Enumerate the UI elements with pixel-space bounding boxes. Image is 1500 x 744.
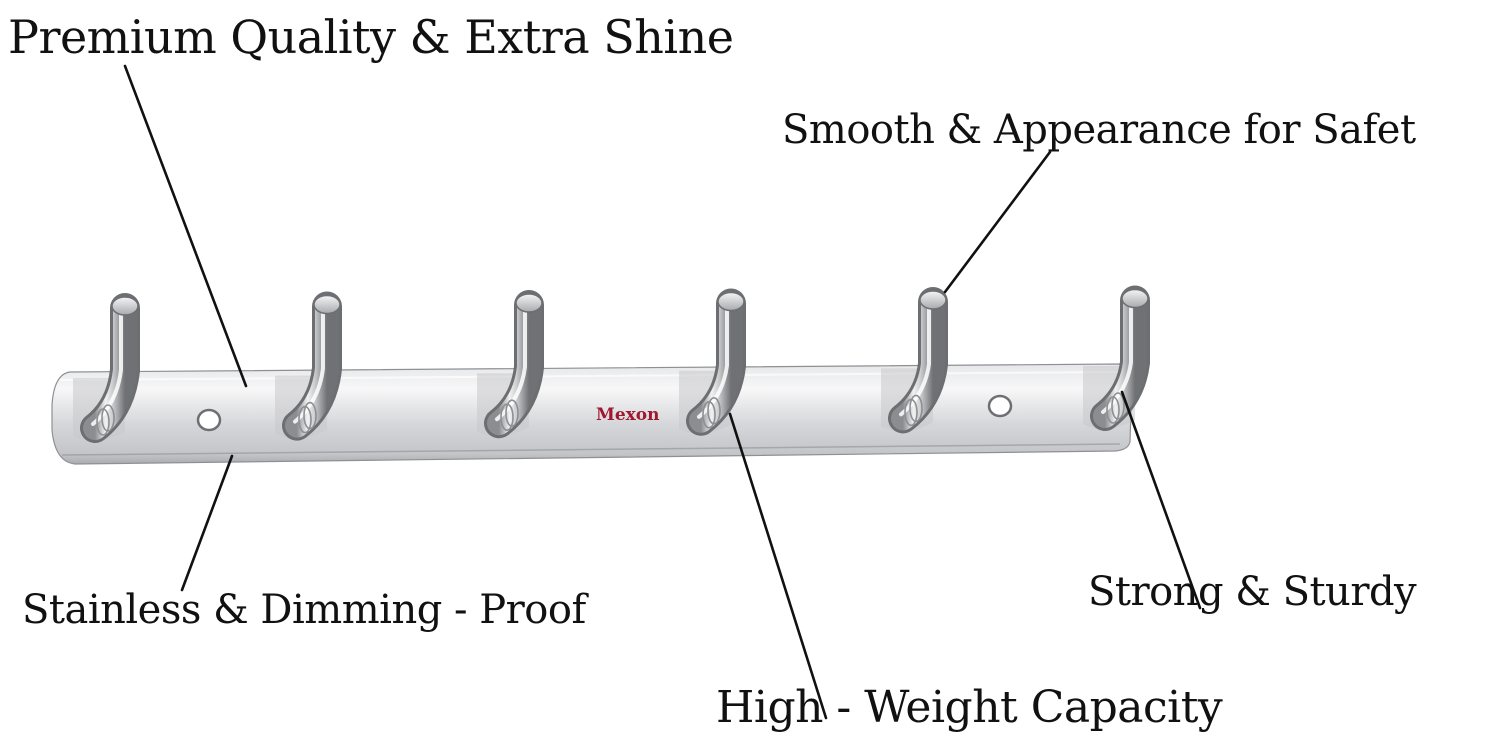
callout-line-premium (123, 64, 248, 388)
screw-hole-icon (987, 394, 1013, 418)
screw-hole-icon (196, 408, 222, 432)
feature-strong-sturdy: Strong & Sturdy (1088, 569, 1417, 615)
brand-logo: Mexon (596, 405, 659, 425)
callout-lines (123, 64, 1202, 720)
feature-smooth-appearance: Smooth & Appearance for Safet (782, 107, 1416, 153)
callout-line-smooth (943, 150, 1052, 294)
feature-stainless-proof: Stainless & Dimming - Proof (22, 587, 586, 633)
callout-line-weight (728, 412, 828, 720)
hook (1083, 285, 1150, 431)
feature-weight-capacity: High - Weight Capacity (716, 682, 1223, 733)
feature-premium-quality: Premium Quality & Extra Shine (8, 10, 734, 64)
callout-line-stainless (180, 454, 234, 592)
hook (881, 287, 948, 434)
hooks-group (73, 285, 1150, 443)
callout-line-strong (1120, 390, 1202, 610)
hook (679, 288, 746, 436)
hook (477, 290, 544, 439)
hook (275, 291, 342, 441)
hook (73, 293, 140, 443)
